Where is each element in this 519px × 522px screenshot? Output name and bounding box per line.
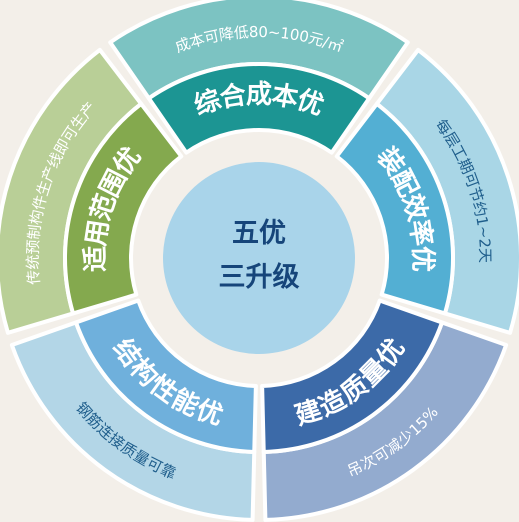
inner-segment-1: [146, 62, 372, 155]
inner-segment-5: [63, 101, 184, 316]
center-title-line2: 三升级: [219, 261, 300, 293]
center-title-line1: 五优: [232, 218, 286, 249]
inner-segment-3: [260, 298, 444, 454]
inner-segment-4: [74, 298, 258, 454]
inner-segment-2: [334, 101, 455, 316]
center-circle: [163, 162, 355, 354]
